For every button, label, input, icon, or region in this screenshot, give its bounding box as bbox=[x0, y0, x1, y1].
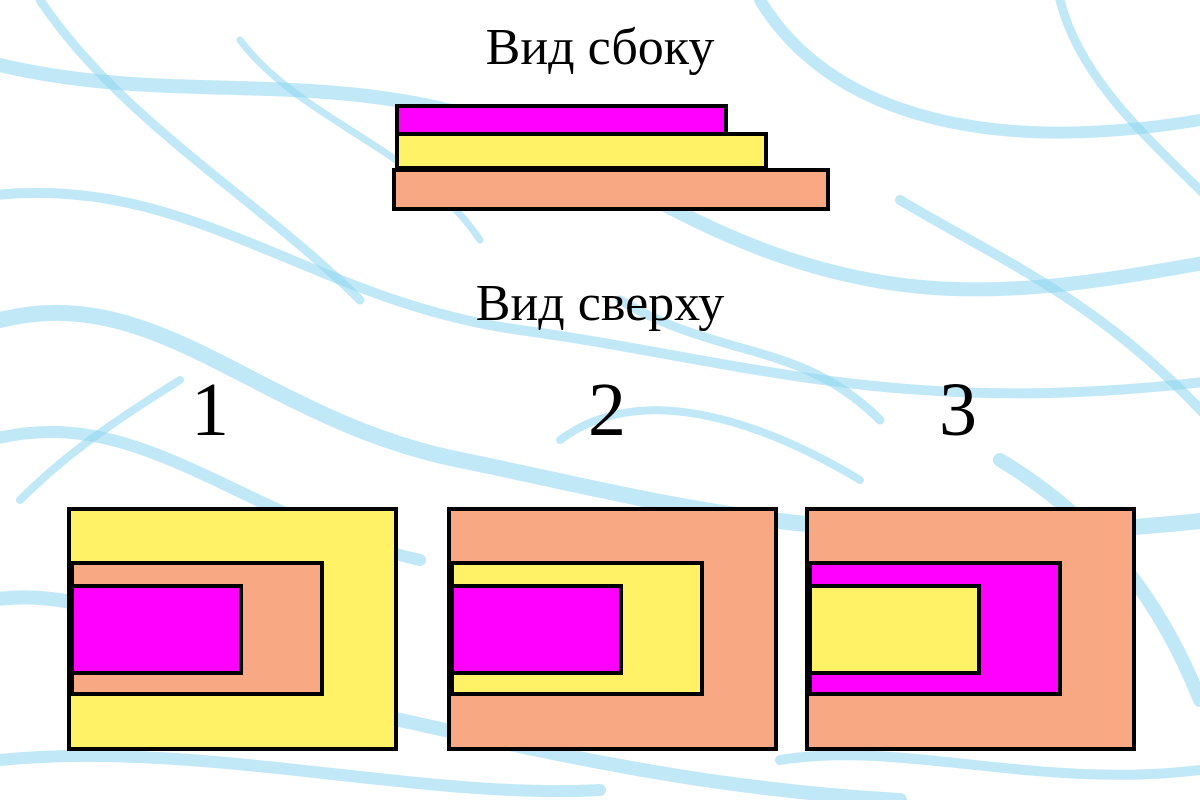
option-3-inner-yellow bbox=[808, 584, 981, 675]
side-layer-middle-yellow bbox=[395, 132, 768, 170]
option-1-inner-magenta bbox=[70, 584, 243, 675]
option-2-inner-magenta bbox=[450, 584, 623, 675]
side-layer-bottom-salmon bbox=[392, 168, 830, 211]
side-view-title: Вид сбоку bbox=[485, 19, 715, 76]
top-view-title: Вид сверху bbox=[475, 275, 725, 332]
option-1-label: 1 bbox=[191, 368, 229, 452]
option-2-label: 2 bbox=[588, 368, 626, 452]
option-3-label: 3 bbox=[939, 368, 977, 452]
